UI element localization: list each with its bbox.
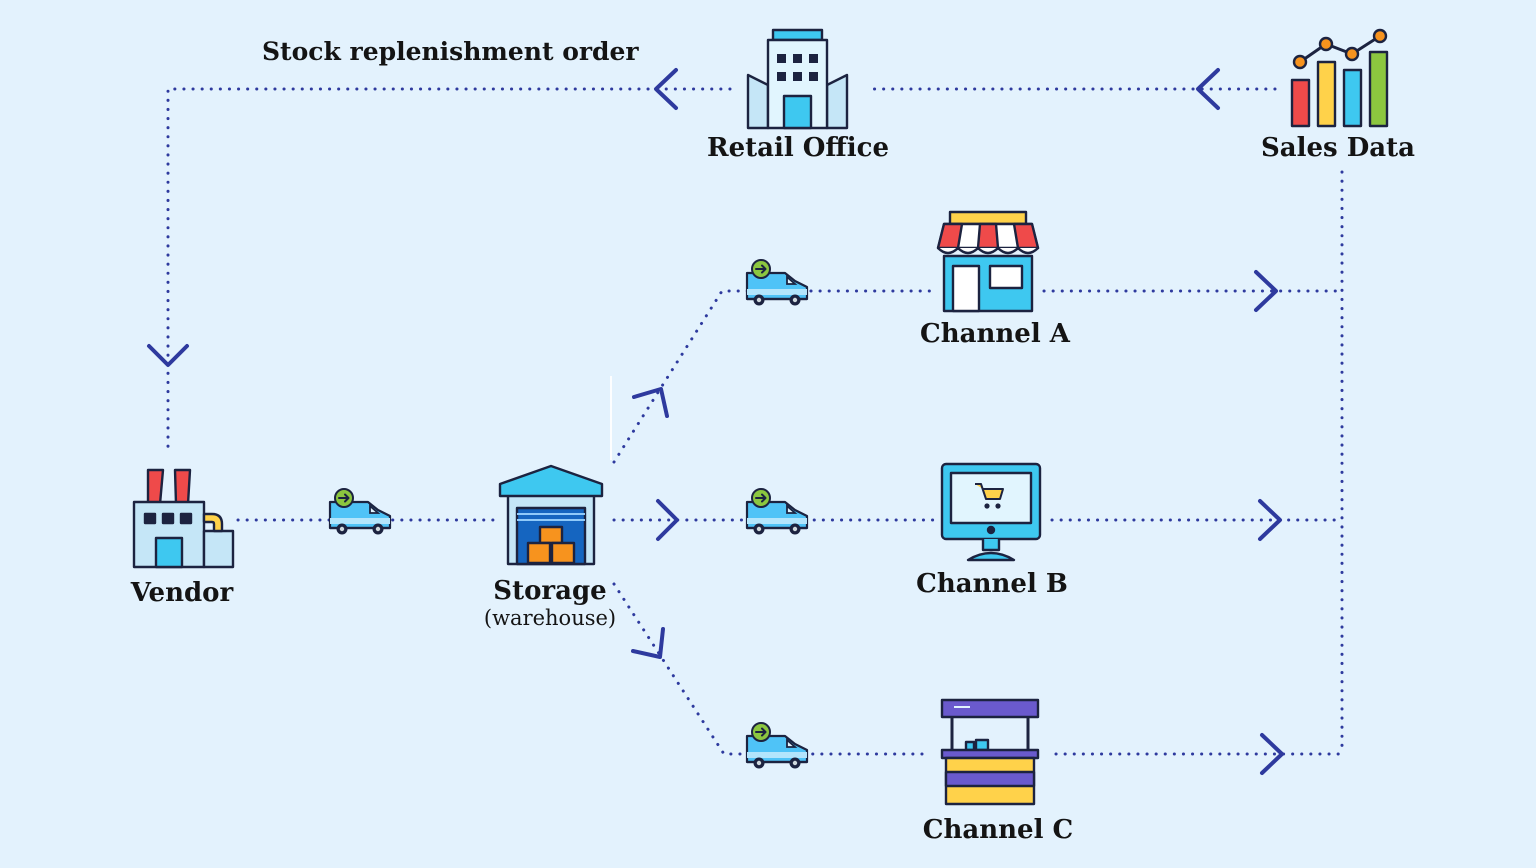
delivery-van-icon-vendor-storage	[328, 488, 392, 536]
node-label-storage: Storage	[493, 576, 607, 606]
arrow-chevron-left-1	[1196, 68, 1220, 110]
node-sublabel-storage: (warehouse)	[483, 606, 617, 630]
arrow-chevron-down-vendor	[147, 344, 189, 367]
kiosk-stall-icon	[940, 698, 1040, 806]
node-label-channel-a: Channel A	[920, 319, 1070, 349]
delivery-van-icon-channel-c	[745, 722, 809, 770]
delivery-van-icon-channel-a	[745, 259, 809, 307]
diagram-title: Stock replenishment order	[262, 37, 639, 66]
node-label-sales-data: Sales Data	[1261, 133, 1415, 163]
factory-icon	[132, 468, 235, 569]
node-label-channel-c: Channel C	[922, 815, 1074, 845]
arrow-chevron-right-a-sales	[1254, 270, 1278, 312]
arrow-chevron-left-2	[654, 68, 678, 110]
delivery-van-icon-channel-b	[745, 488, 809, 536]
arrow-chevron-down-right-c	[631, 627, 665, 659]
bar-chart-icon	[1290, 28, 1389, 128]
computer-cart-icon	[940, 462, 1042, 562]
warehouse-icon	[498, 464, 604, 566]
node-label-retail-office: Retail Office	[706, 133, 890, 163]
node-label-vendor: Vendor	[130, 578, 234, 608]
arrow-chevron-up-right-a	[632, 387, 669, 418]
connector-storage-to-channel-a	[612, 289, 936, 464]
arrow-chevron-right-storage-b	[656, 499, 679, 541]
storefront-icon	[936, 210, 1040, 313]
connector-office-to-vendor	[166, 87, 732, 450]
arrow-chevron-right-b-sales	[1258, 499, 1282, 541]
office-building-icon	[746, 28, 849, 130]
node-label-channel-b: Channel B	[916, 569, 1068, 599]
arrow-chevron-right-c-sales	[1260, 733, 1284, 775]
connector-storage-to-channel-c	[612, 582, 926, 756]
